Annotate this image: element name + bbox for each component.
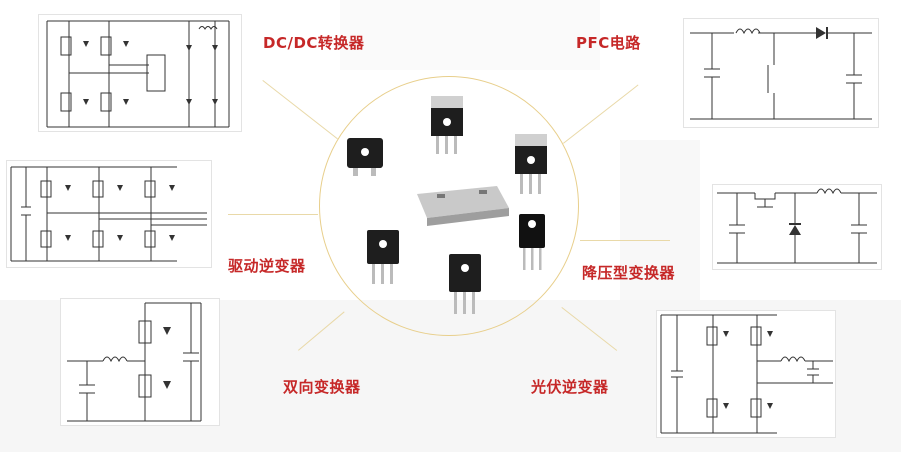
drive-inverter-schematic-icon <box>10 166 207 262</box>
label-bidirectional: 双向变换器 <box>283 378 361 396</box>
dcdc-schematic-icon <box>46 20 230 128</box>
to247-device-left-icon <box>367 230 399 284</box>
pfc-schematic-panel <box>683 18 879 128</box>
power-devices-group <box>347 96 547 314</box>
label-dcdc: DC/DC转换器 <box>263 34 365 52</box>
buck-schematic-panel <box>712 184 882 270</box>
drive-inverter-schematic-panel <box>6 160 212 268</box>
to247-device-icon <box>519 214 545 270</box>
spoke-drive <box>228 214 318 215</box>
to220-device-right-icon <box>515 134 547 194</box>
pv-inverter-schematic-panel <box>656 310 836 438</box>
label-drive-inverter: 驱动逆变器 <box>228 257 306 275</box>
spoke-buck <box>580 240 670 241</box>
buck-schematic-icon <box>717 188 877 264</box>
pv-inverter-schematic-icon <box>660 314 833 434</box>
pfc-schematic-icon <box>690 27 872 120</box>
power-module-icon <box>417 186 509 226</box>
bidirectional-schematic-icon <box>67 302 202 422</box>
to220-device-icon <box>431 96 463 154</box>
label-pv-inverter: 光伏逆变器 <box>531 378 609 396</box>
to247-device-bottom-icon <box>449 254 481 314</box>
label-buck: 降压型变换器 <box>582 264 676 282</box>
label-pfc: PFC电路 <box>576 34 641 52</box>
bidirectional-schematic-panel <box>60 298 220 426</box>
smd-device-icon <box>347 138 383 176</box>
dcdc-schematic-panel <box>38 14 242 132</box>
device-circle <box>319 76 579 336</box>
